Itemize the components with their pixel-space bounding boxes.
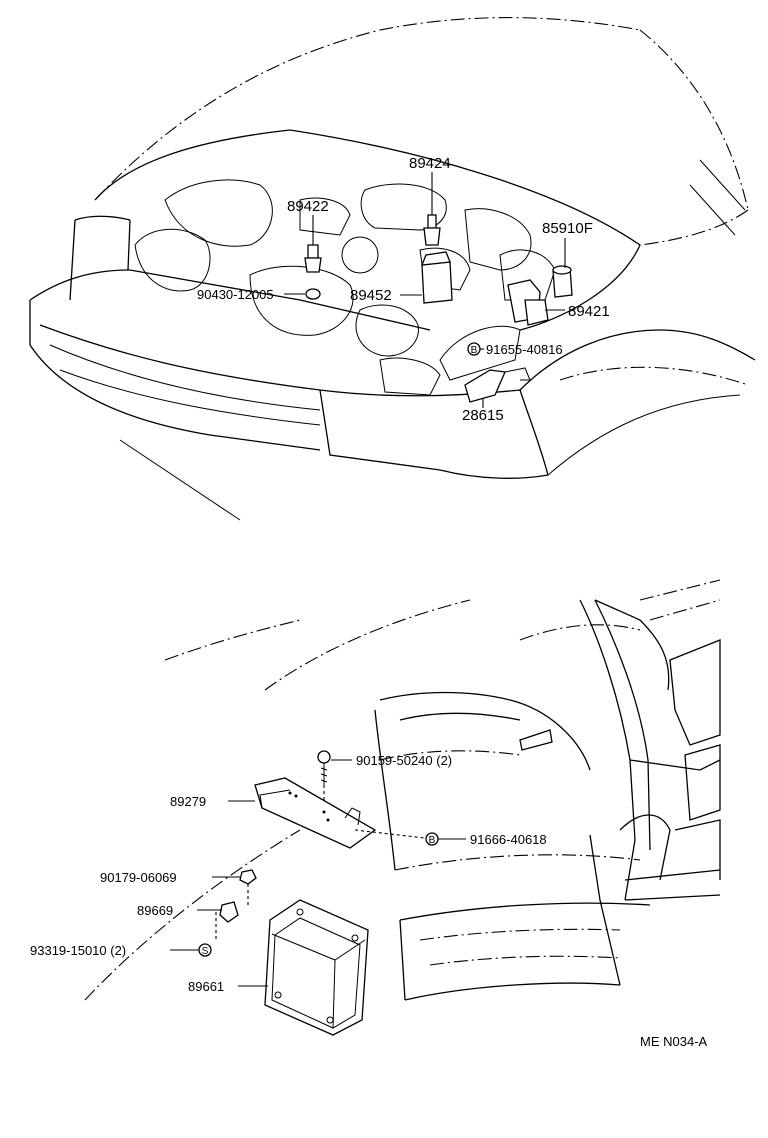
engine-bay-illustration <box>29 17 756 521</box>
label-91655-40816: 91655-40816 <box>486 342 563 357</box>
part-85910F-relay <box>552 238 573 298</box>
label-90430-12005: 90430-12005 <box>197 287 274 302</box>
label-89661: 89661 <box>188 979 224 994</box>
label-85910F: 85910F <box>542 220 593 237</box>
part-90159-screw <box>317 750 352 815</box>
label-89422: 89422 <box>287 198 329 215</box>
part-89421-bracket <box>507 279 565 326</box>
part-89422-sensor <box>304 215 322 273</box>
label-90159-50240: 90159-50240 (2) <box>356 753 452 768</box>
label-89279: 89279 <box>170 794 206 809</box>
part-91655-bolt-marker: B <box>467 342 484 356</box>
label-89421: 89421 <box>568 303 610 320</box>
part-90179-nut <box>212 869 257 905</box>
label-89452: 89452 <box>350 287 392 304</box>
label-89424: 89424 <box>409 155 451 172</box>
part-91666-bolt-marker: B <box>425 832 466 846</box>
s-marker: S <box>202 946 209 957</box>
cabin-illustration <box>84 579 721 1001</box>
part-28615-bracket <box>464 367 531 408</box>
part-89661-control-box <box>238 899 369 1036</box>
label-89669: 89669 <box>137 903 173 918</box>
part-90430-gasket <box>284 288 321 300</box>
b-marker-bottom: B <box>429 835 436 846</box>
part-93319-screw-marker: S <box>170 943 212 957</box>
diagram-code: ME N034-A <box>640 1034 708 1049</box>
label-28615: 28615 <box>462 407 504 424</box>
part-89279-bracket <box>228 777 426 849</box>
part-89424-sensor <box>423 172 441 246</box>
label-91666-40618: 91666-40618 <box>470 832 547 847</box>
label-90179-06069: 90179-06069 <box>100 870 177 885</box>
part-89669-clip <box>197 901 239 940</box>
label-93319-15010: 93319-15010 (2) <box>30 943 126 958</box>
part-89452-module <box>400 251 453 304</box>
b-marker-top: B <box>471 345 478 356</box>
